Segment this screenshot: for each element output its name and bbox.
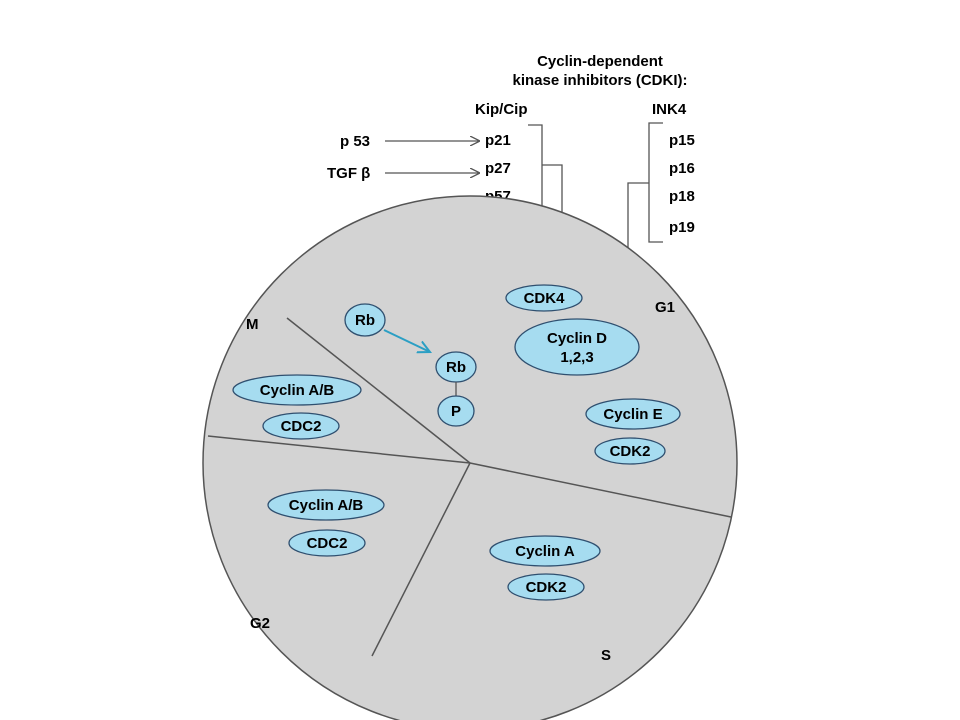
divider-g1-s bbox=[469, 462, 732, 518]
g2-cyclin-ab-oval bbox=[267, 489, 385, 521]
phosphate-oval bbox=[437, 395, 475, 427]
phase-label-g1: G1 bbox=[655, 299, 675, 316]
cdk4-label: CDK4 bbox=[524, 290, 565, 307]
kip-cip-p21: p21 bbox=[485, 132, 511, 149]
g1-cdk2-oval bbox=[594, 437, 666, 465]
cyclin-e-oval bbox=[585, 398, 681, 430]
ink4-header: INK4 bbox=[652, 101, 687, 118]
kip-cip-header: Kip/Cip bbox=[475, 101, 528, 118]
s-cdk2-label: CDK2 bbox=[526, 579, 567, 596]
cyclin-a-label: Cyclin A bbox=[515, 543, 575, 560]
regulator-p53: p 53 bbox=[340, 133, 370, 150]
g2-cyclin-ab-label: Cyclin A/B bbox=[289, 497, 364, 514]
ink4-p19: p19 bbox=[669, 219, 695, 236]
m-cyclin-ab-oval bbox=[232, 374, 362, 406]
kip-cip-p27: p27 bbox=[485, 160, 511, 177]
rb-oval bbox=[344, 303, 386, 337]
m-cyclin-ab-label: Cyclin A/B bbox=[260, 382, 335, 399]
g2-cdc2-label: CDC2 bbox=[307, 535, 348, 552]
cyclin-a-oval bbox=[489, 535, 601, 567]
cdk4-oval bbox=[505, 284, 583, 312]
s-cdk2-oval bbox=[507, 573, 585, 601]
regulator-tgfb: TGF β bbox=[327, 165, 370, 182]
ink4-p18: p18 bbox=[669, 188, 695, 205]
m-cdc2-label: CDC2 bbox=[281, 418, 322, 435]
g1-cdk2-label: CDK2 bbox=[610, 443, 651, 460]
ink4-p16: p16 bbox=[669, 160, 695, 177]
phosphate-label: P bbox=[451, 403, 461, 420]
cyclin-d-label: Cyclin D bbox=[547, 330, 607, 347]
kip-cip-bracket bbox=[528, 124, 543, 207]
cyclin-d-oval bbox=[514, 318, 640, 376]
divider-m-g1 bbox=[286, 317, 471, 464]
m-cdc2-oval bbox=[262, 412, 340, 440]
divider-g2-m bbox=[207, 435, 471, 464]
rb-phosphorylated-label: Rb bbox=[446, 359, 466, 376]
ink4-p15: p15 bbox=[669, 132, 695, 149]
rb-label: Rb bbox=[355, 312, 375, 329]
cyclin-d-isoforms: 1,2,3 bbox=[560, 349, 593, 366]
phase-label-s: S bbox=[601, 647, 611, 664]
ink4-bracket bbox=[648, 122, 663, 243]
cyclin-e-label: Cyclin E bbox=[603, 406, 662, 423]
g2-cdc2-oval bbox=[288, 529, 366, 557]
cdki-title-line2: kinase inhibitors (CDKI): bbox=[512, 72, 687, 89]
rb-phosphorylation-arrow bbox=[383, 329, 430, 352]
phase-label-g2: G2 bbox=[250, 615, 270, 632]
divider-s-g2 bbox=[371, 462, 471, 657]
cdki-title-line1: Cyclin-dependent bbox=[537, 53, 663, 70]
phase-label-m: M bbox=[246, 316, 259, 333]
